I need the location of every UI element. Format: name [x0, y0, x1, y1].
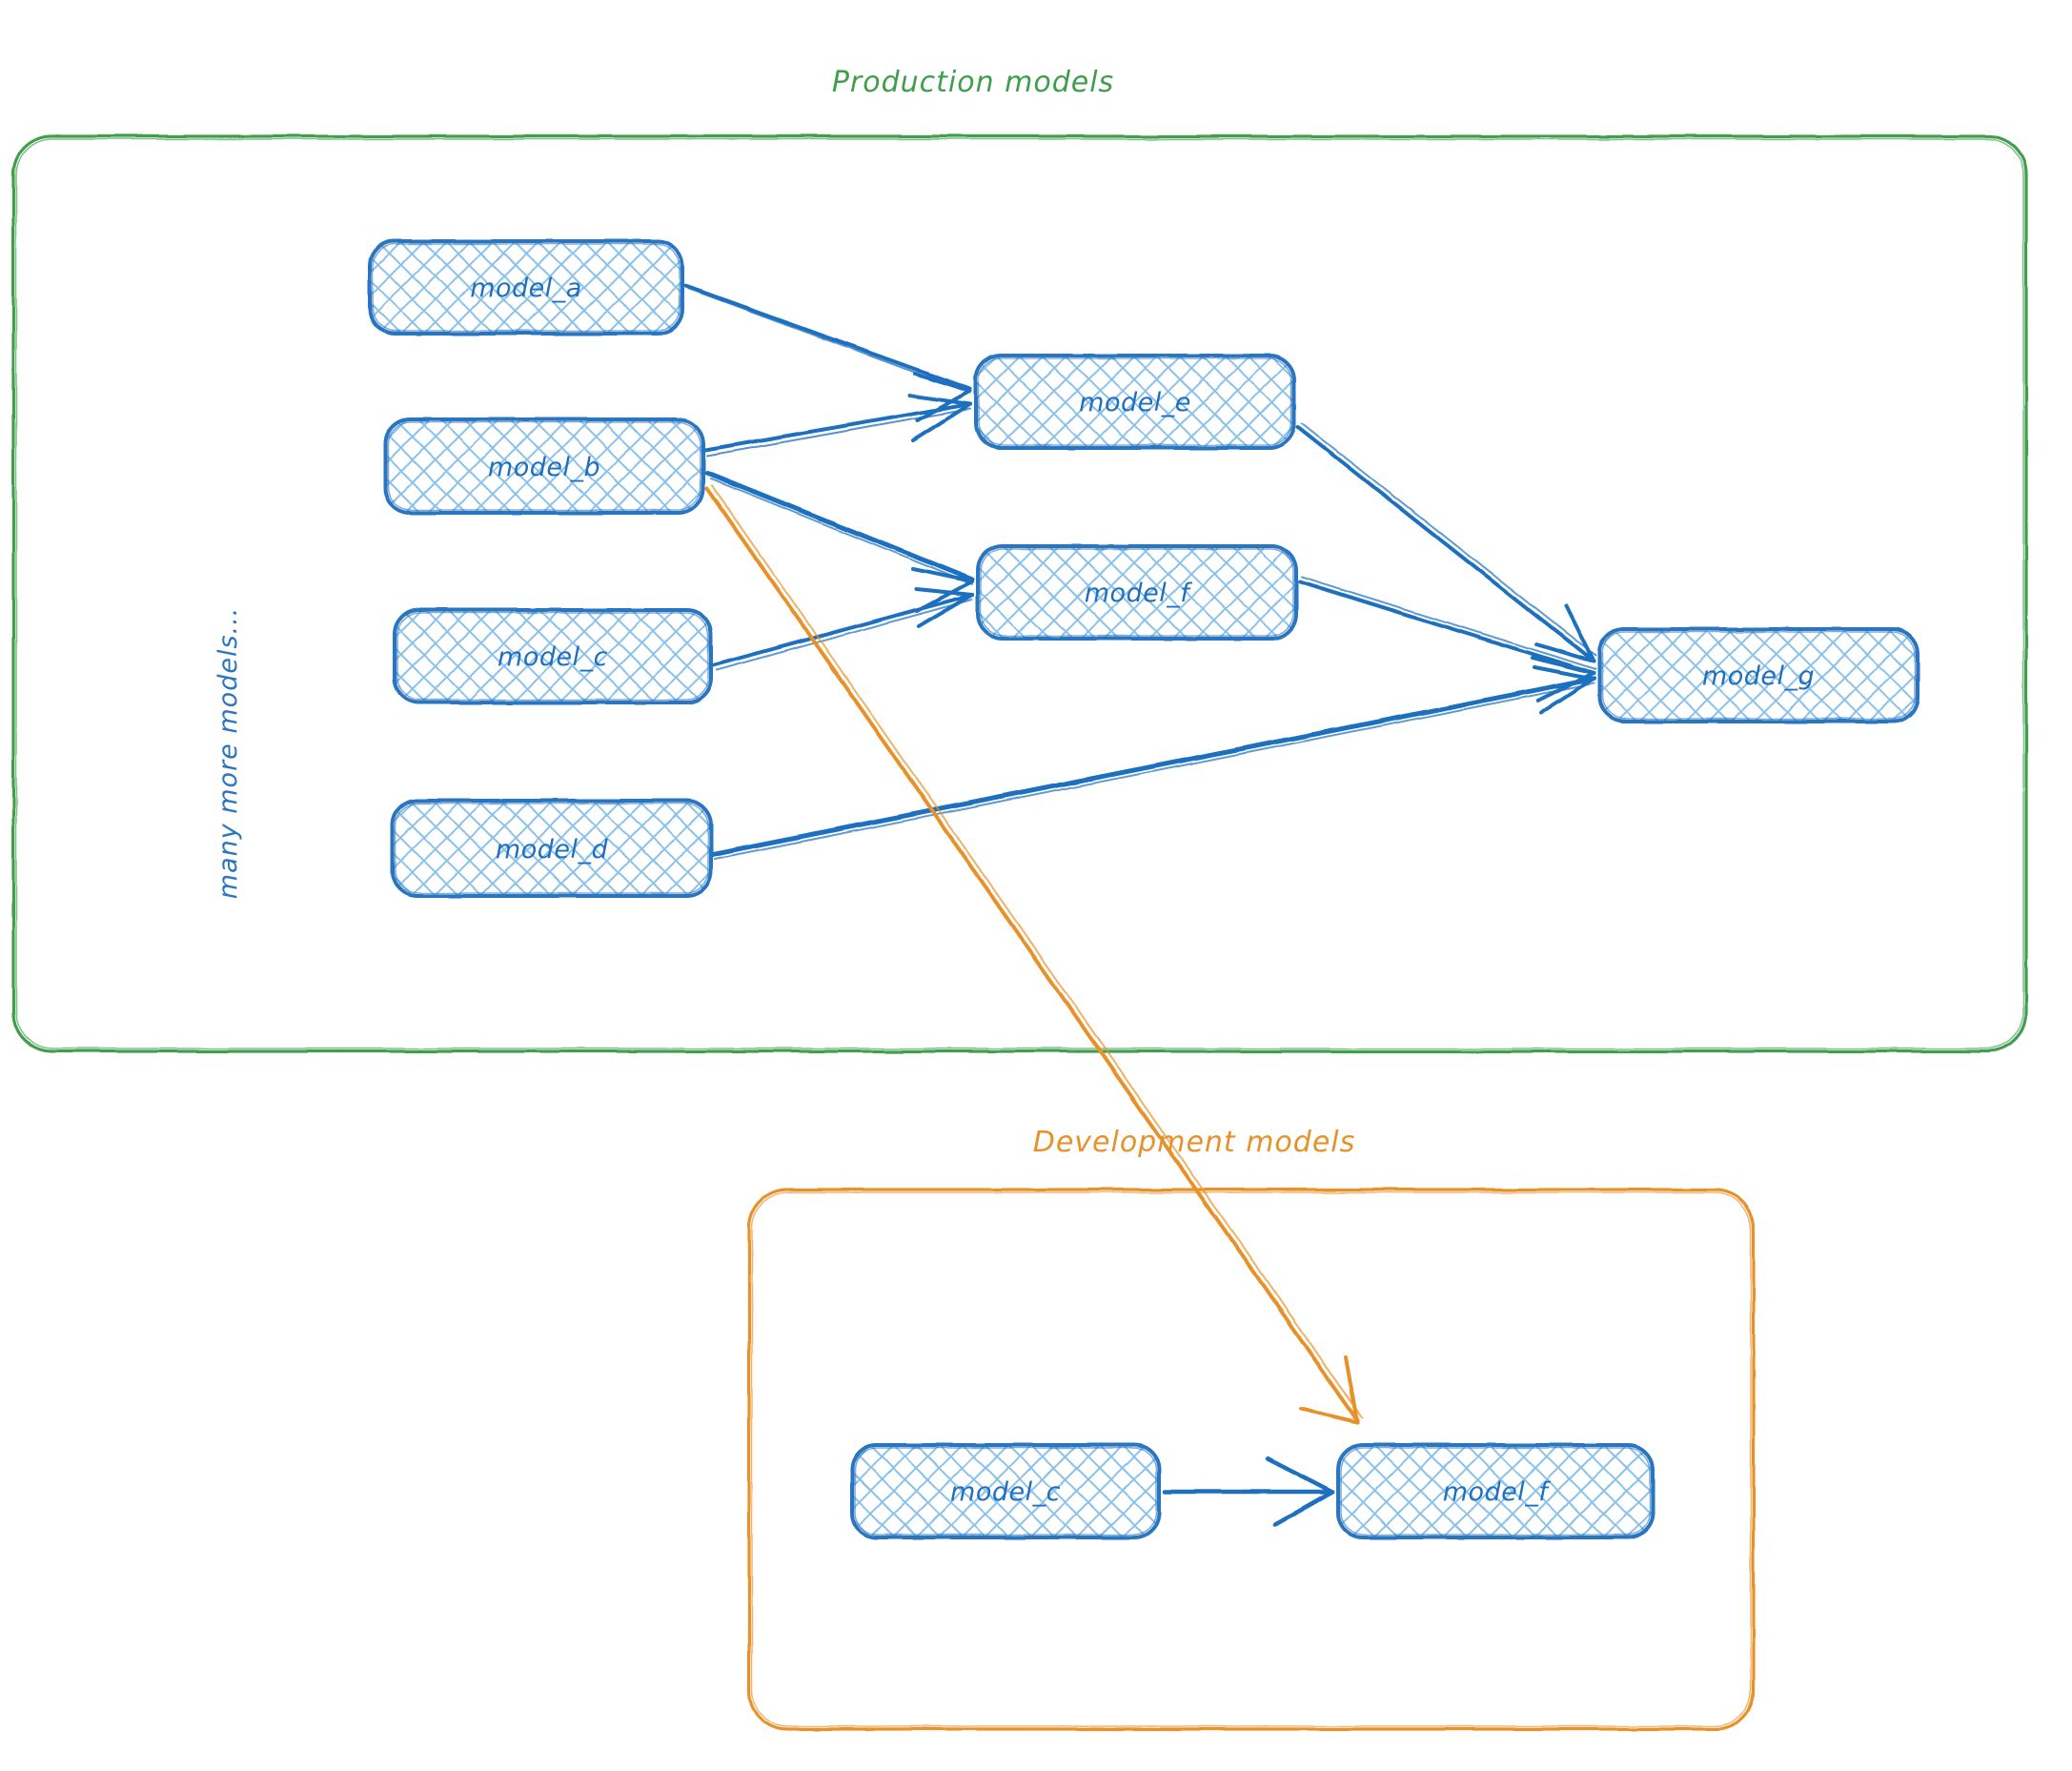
group-title-development: Development models — [1033, 1126, 1356, 1159]
edge-c-to-f — [711, 587, 974, 671]
node-label: model_e — [1079, 388, 1191, 417]
group-title-production: Production models — [832, 66, 1114, 99]
node-prod-model-e[interactable]: model_e — [974, 354, 1296, 450]
edge-a-to-e — [682, 284, 972, 422]
node-prod-model-b[interactable]: model_b — [383, 417, 705, 515]
node-label: model_g — [1702, 662, 1815, 691]
side-note-many-more-models: many more models... — [213, 607, 243, 900]
node-label: model_c — [950, 1477, 1061, 1507]
node-dev-model-c[interactable]: model_c — [850, 1443, 1161, 1539]
edge-e-to-g — [1296, 422, 1596, 663]
edge-b-to-e — [703, 394, 972, 457]
edge-b-to-devf — [705, 484, 1363, 1424]
node-label: model_c — [498, 642, 608, 672]
node-prod-model-g[interactable]: model_g — [1597, 627, 1920, 723]
node-prod-model-f[interactable]: model_f — [976, 544, 1298, 641]
node-prod-model-a[interactable]: model_a — [368, 239, 684, 336]
node-prod-model-d[interactable]: model_d — [391, 799, 713, 898]
node-dev-model-f[interactable]: model_f — [1336, 1443, 1655, 1539]
node-label: model_f — [1443, 1477, 1552, 1507]
edge-devc-to-devf — [1162, 1455, 1335, 1527]
group-container-production — [11, 134, 2028, 1053]
node-label: model_f — [1085, 579, 1193, 608]
edge-layer — [682, 284, 1596, 1527]
node-label: model_d — [496, 835, 609, 865]
node-label: model_a — [470, 274, 582, 303]
node-layer: model_a model_b model_c — [368, 239, 1920, 1539]
node-prod-model-c[interactable]: model_c — [393, 608, 713, 704]
edge-d-to-g — [710, 665, 1596, 860]
edge-f-to-g — [1298, 576, 1596, 702]
node-label: model_b — [488, 453, 600, 482]
group-container-development — [747, 1188, 1756, 1731]
edge-layer-cross-env — [705, 484, 1363, 1424]
